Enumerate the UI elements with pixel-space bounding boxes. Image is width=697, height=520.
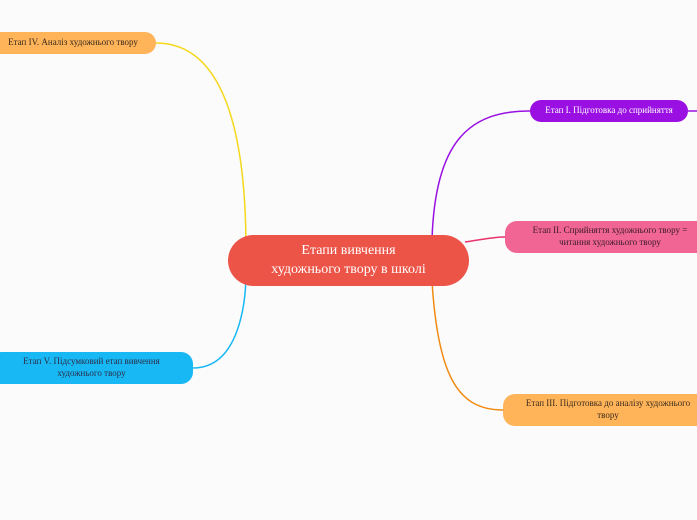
topic-stage-2[interactable]: Етап ІІ. Сприйняття художнього твору = ч… xyxy=(505,221,697,253)
central-topic[interactable]: Етапи вивчення художнього твору в школі xyxy=(228,235,469,286)
topic-stage-1-label: Етап І. Підготовка до сприйняття xyxy=(545,105,673,116)
topic-stage-2-label: Етап ІІ. Сприйняття художнього твору = ч… xyxy=(532,225,688,247)
connector-stage-1 xyxy=(431,110,531,241)
connector-stage-2 xyxy=(464,236,506,243)
topic-stage-4-label: Етап ІV. Аналіз художнього твору xyxy=(8,37,138,48)
connector-stage-3 xyxy=(431,280,504,411)
topic-stage-4[interactable]: Етап ІV. Аналіз художнього твору xyxy=(0,32,156,54)
connector-stage-5 xyxy=(192,271,247,369)
topic-stage-3[interactable]: Етап ІІІ. Підготовка до аналізу художньо… xyxy=(503,394,697,426)
topic-stage-5-label: Етап V. Підсумковий етап вивчення художн… xyxy=(23,356,160,378)
topic-stage-3-label: Етап ІІІ. Підготовка до аналізу художньо… xyxy=(525,398,691,420)
topic-stage-1[interactable]: Етап І. Підготовка до сприйняття xyxy=(530,100,688,122)
topic-stage-5[interactable]: Етап V. Підсумковий етап вивчення художн… xyxy=(0,352,193,384)
connector-stage-4 xyxy=(155,42,247,251)
central-topic-label: Етапи вивчення художнього твору в школі xyxy=(271,242,426,277)
